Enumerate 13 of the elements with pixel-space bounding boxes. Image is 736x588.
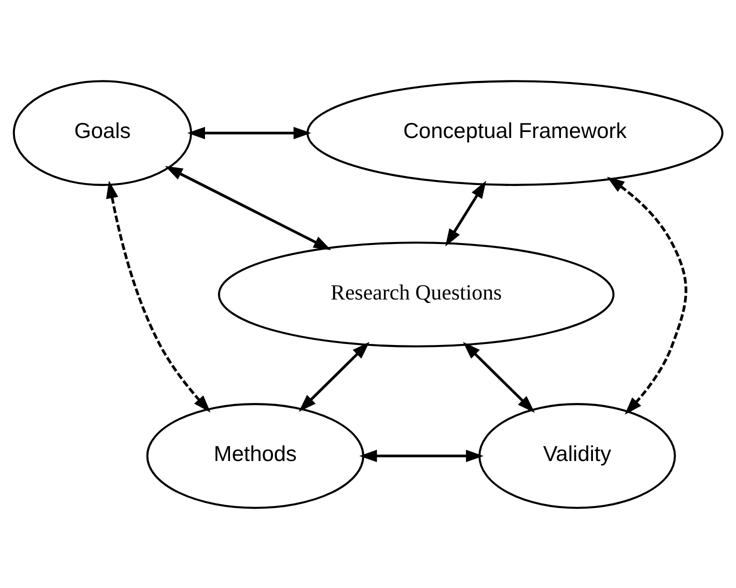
arrow: [187, 126, 312, 139]
arrow: [606, 176, 688, 414]
node-ellipse: Research Questions: [218, 241, 614, 347]
arrow: [164, 166, 332, 250]
arrow: [298, 341, 370, 412]
node-ellipse: Validity: [478, 402, 676, 508]
arrow: [106, 180, 211, 412]
node-ellipse: Methods: [146, 402, 364, 508]
arrow: [445, 180, 486, 246]
node-ellipse: Conceptual Framework: [306, 80, 724, 186]
arrow: [462, 341, 535, 412]
arrow: [359, 449, 484, 462]
node-ellipse: Goals: [12, 80, 192, 186]
